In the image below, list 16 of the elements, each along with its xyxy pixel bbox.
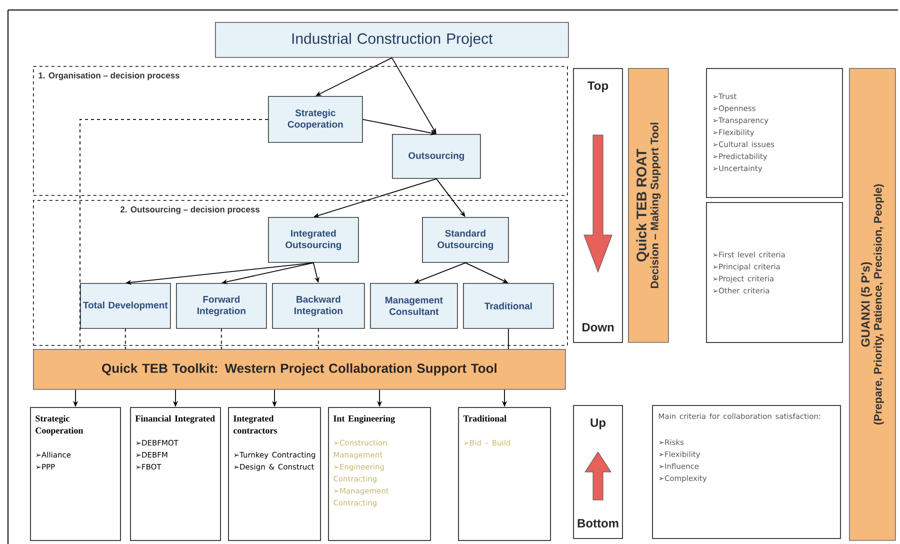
direction-box: Top Down <box>573 68 623 343</box>
process-box: Management Consultant <box>370 283 458 329</box>
arrow <box>436 178 466 217</box>
process-box: Integrated Outsourcing <box>268 217 359 263</box>
process-box: Strategic Cooperation <box>268 96 363 143</box>
process-box: Standard Outsourcing <box>422 217 509 263</box>
title-box: Industrial Construction Project <box>215 22 569 58</box>
toolkit-bar: Quick TEB Toolkit: Western Project Collaboration Support Tool <box>33 349 566 390</box>
direction-box: Up Bottom <box>573 405 623 539</box>
process-box: Backward Integration <box>272 283 365 329</box>
tool-band: Quick TEB ROAT Decision – Making Support Tool <box>628 68 669 343</box>
process-box: Forward Integration <box>176 283 267 329</box>
guanxi-band: GUANXI (5 P's) (Prepare, Priority, Patience, Precision, People) <box>849 68 896 541</box>
process-box: Total Development <box>80 283 171 329</box>
process-box: Traditional <box>463 283 554 329</box>
process-box: Outsourcing <box>392 134 481 179</box>
